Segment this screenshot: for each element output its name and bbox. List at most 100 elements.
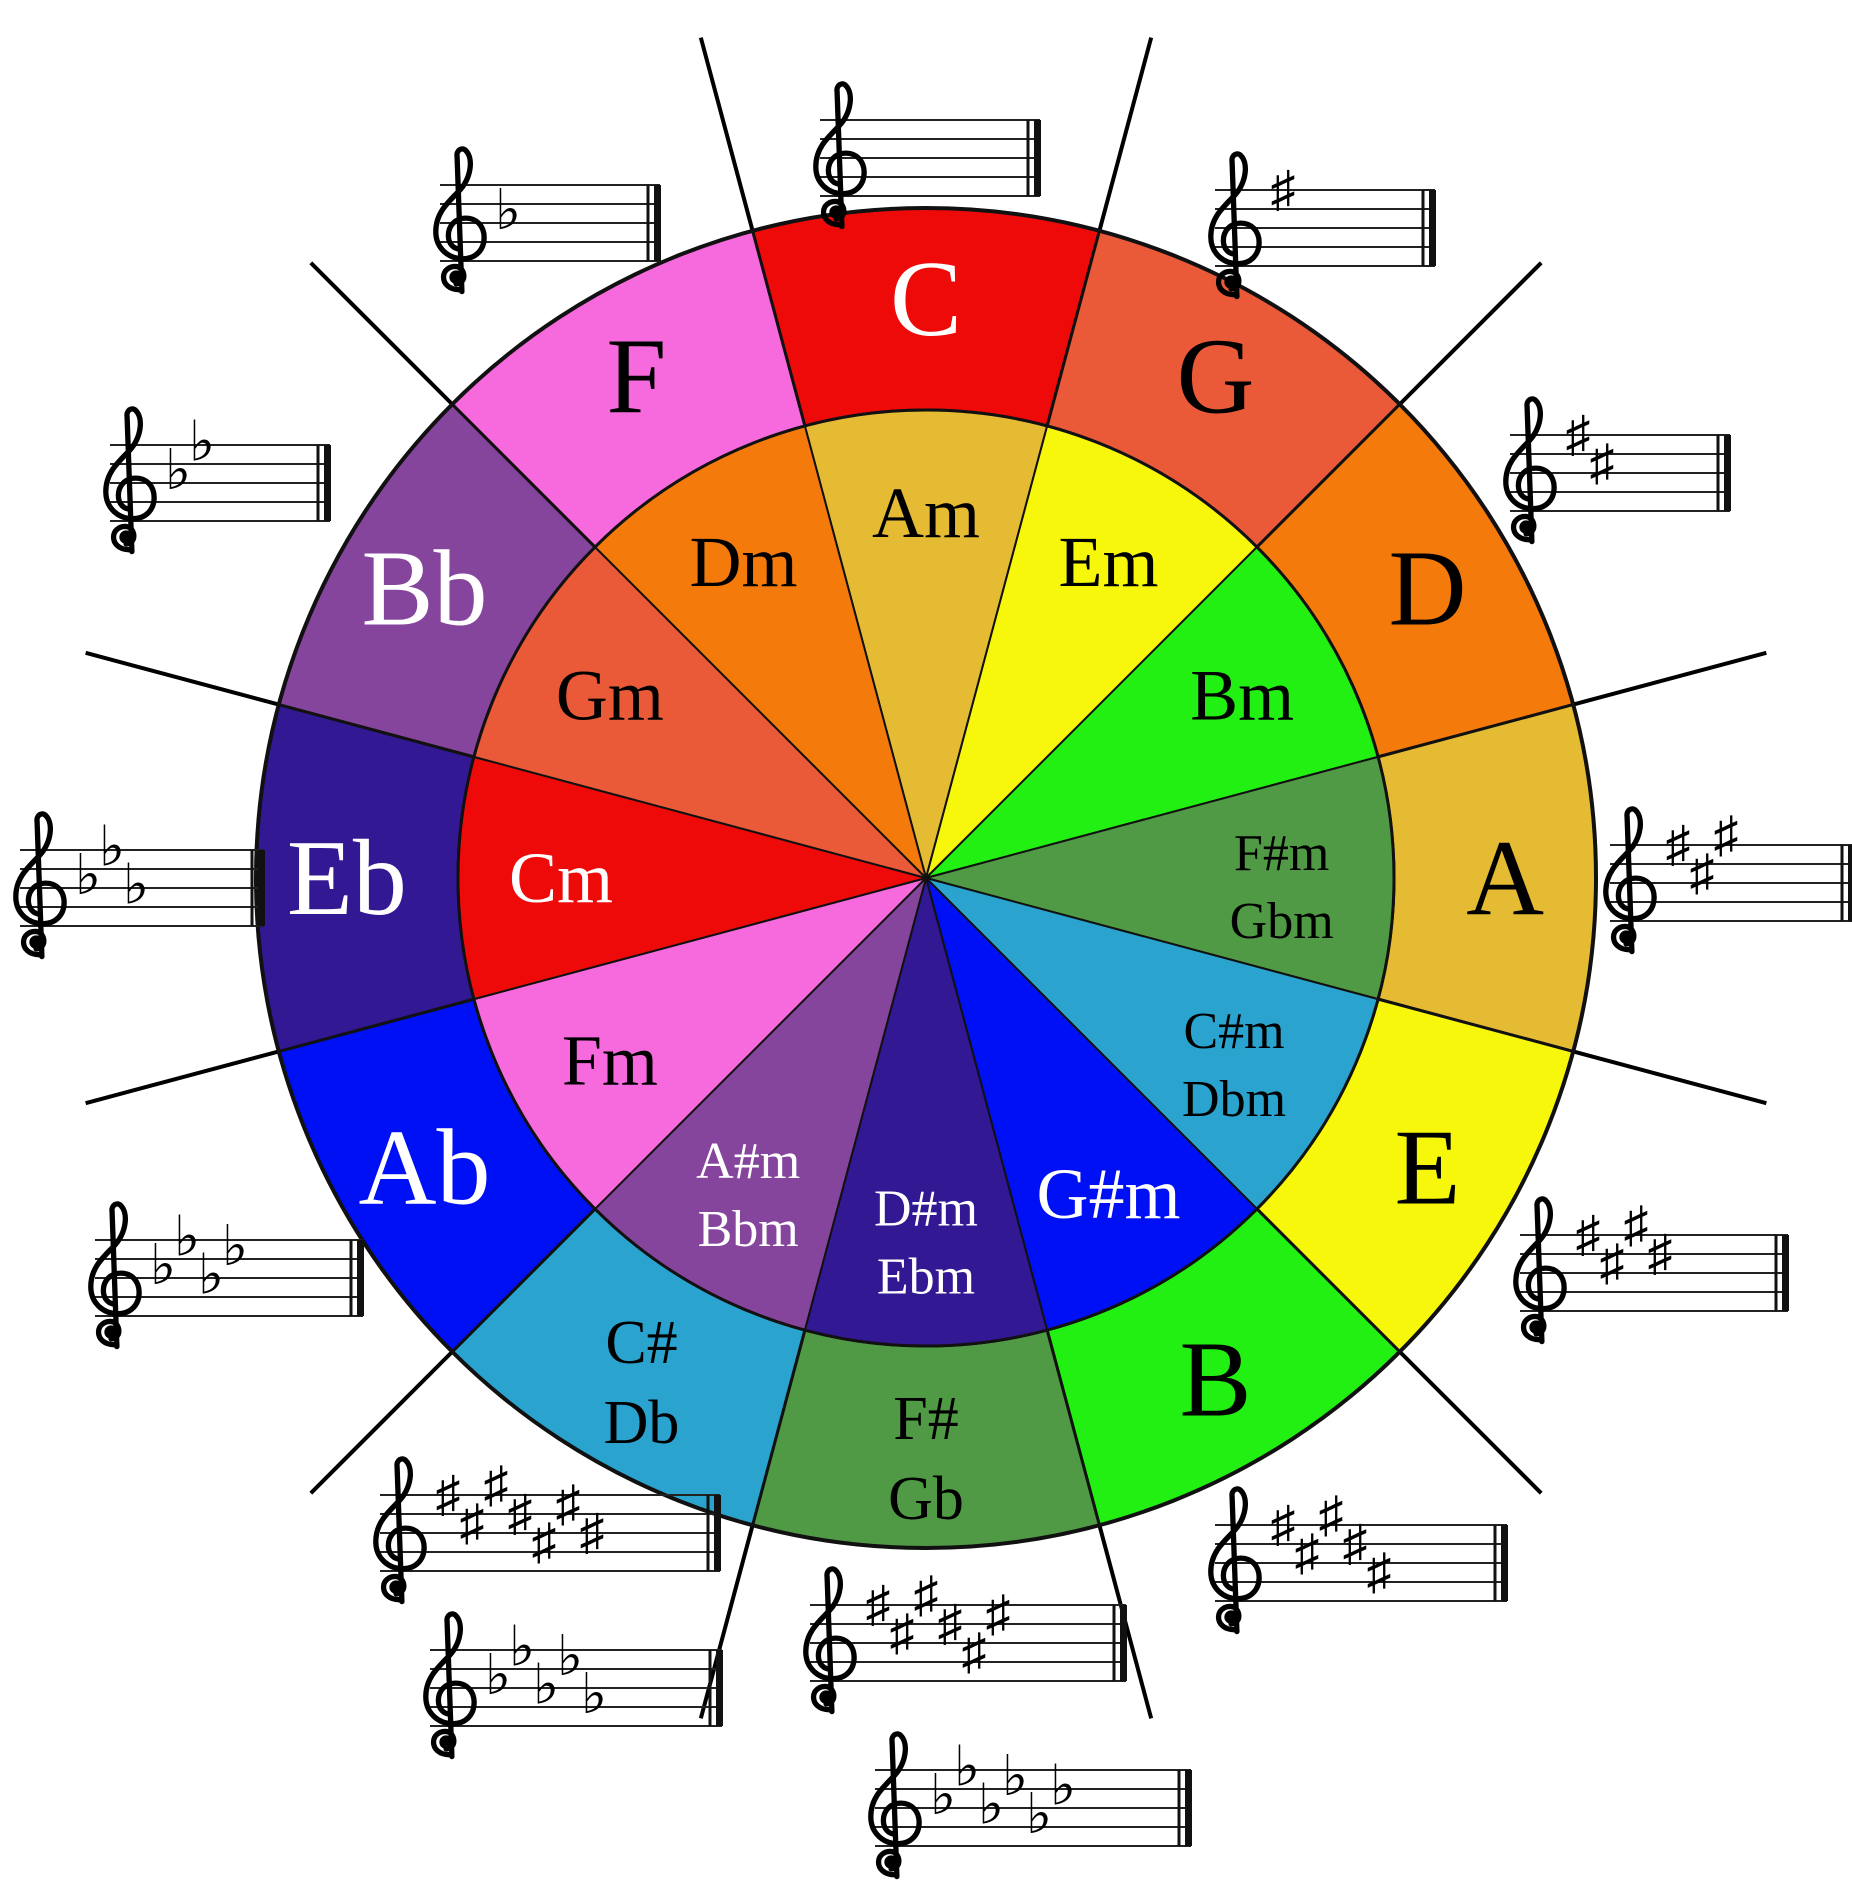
key-signature-d: ♯♯ <box>1506 399 1731 542</box>
final-barline <box>357 1240 364 1316</box>
divider-line <box>85 650 280 707</box>
key-signature-b: ♯♯♯♯♯ <box>1211 1487 1508 1632</box>
minor-key-label-g-sharpm: G#m <box>1037 1154 1181 1234</box>
sharp-icon: ♯ <box>1624 1197 1649 1253</box>
final-barline <box>1848 845 1852 921</box>
sharp-icon: ♯ <box>1648 1225 1673 1281</box>
treble-clef-icon <box>1516 1199 1564 1342</box>
major-key-label-eb: Eb <box>287 819 407 938</box>
minor-key-label-gm: Gm <box>556 655 664 735</box>
final-barline <box>1724 435 1731 511</box>
outer-ring-outline <box>254 206 1598 1550</box>
major-key-label-bb: Bb <box>361 529 487 648</box>
flat-icon: ♭ <box>222 1216 248 1278</box>
final-barline <box>1120 1605 1127 1681</box>
sharp-icon: ♯ <box>1600 1235 1625 1291</box>
final-barline <box>258 850 265 926</box>
sharp-icon: ♯ <box>580 1504 605 1560</box>
flat-icon: ♭ <box>978 1775 1004 1837</box>
sharp-icon: ♯ <box>1576 1206 1601 1262</box>
minor-key-label-em: Em <box>1059 522 1159 602</box>
treble-clef-icon <box>871 1734 919 1877</box>
divider-line <box>309 261 454 406</box>
sharp-icon: ♯ <box>890 1605 915 1661</box>
final-barline <box>716 1650 723 1726</box>
sharp-icon: ♯ <box>1367 1544 1392 1600</box>
key-signature-f-sharp: ♯♯♯♯♯♯ <box>806 1567 1127 1712</box>
key-signatures: ♯♯♯♯♯♯♯♯♯♯♯♯♯♯♯♯♯♯♯♯♯♭♭♭♭♭♭♯♯♯♯♯♯♯♭♭♭♭♭♭… <box>16 84 1852 1877</box>
treble-clef-icon <box>1606 809 1654 952</box>
flat-icon: ♭ <box>533 1655 559 1717</box>
major-key-label-a: A <box>1466 819 1544 938</box>
treble-clef-icon <box>91 1204 139 1347</box>
sharp-icon: ♯ <box>1295 1525 1320 1581</box>
major-key-label-ab: Ab <box>358 1109 490 1228</box>
key-signature-bb: ♭♭ <box>106 409 331 552</box>
divider-line <box>1398 261 1543 406</box>
major-key-label-b: B <box>1180 1321 1252 1440</box>
major-key-label-d: D <box>1389 529 1467 648</box>
divider-line <box>85 1049 280 1106</box>
final-barline <box>324 445 331 521</box>
major-key-label-g: G <box>1177 317 1255 436</box>
sharp-icon: ♯ <box>1690 845 1715 901</box>
flat-icon: ♭ <box>174 1207 200 1269</box>
treble-clef-icon <box>806 1569 854 1712</box>
flat-icon: ♭ <box>485 1645 511 1707</box>
final-barline <box>1782 1235 1789 1311</box>
flat-icon: ♭ <box>165 440 191 502</box>
treble-clef-icon <box>436 149 484 292</box>
flat-icon: ♭ <box>189 412 215 474</box>
major-key-label-e: E <box>1395 1109 1461 1228</box>
sector-dividers <box>85 37 1767 1719</box>
key-signature-db: ♭♭♭♭♭ <box>426 1614 723 1757</box>
final-barline <box>1034 120 1041 196</box>
sharp-icon: ♯ <box>508 1485 533 1541</box>
final-barline <box>654 185 661 261</box>
treble-clef-icon <box>1211 1489 1259 1632</box>
minor-key-ring <box>457 409 1395 1347</box>
sharp-icon: ♯ <box>914 1567 939 1623</box>
flat-icon: ♭ <box>99 817 125 879</box>
divider-line <box>1572 650 1767 707</box>
key-signature-c <box>816 84 1041 227</box>
sharp-icon: ♯ <box>866 1576 891 1632</box>
divider-line <box>698 37 755 232</box>
sharp-icon: ♯ <box>1666 816 1691 872</box>
flat-icon: ♭ <box>198 1245 224 1307</box>
final-barline <box>1501 1525 1508 1601</box>
sharp-icon: ♯ <box>1343 1515 1368 1571</box>
sharp-icon: ♯ <box>1714 807 1739 863</box>
treble-clef-icon <box>376 1459 424 1602</box>
sharp-icon: ♯ <box>1271 1496 1296 1552</box>
minor-key-label-fm: Fm <box>562 1021 658 1101</box>
treble-clef-icon <box>106 409 154 552</box>
sharp-icon: ♯ <box>1271 161 1296 217</box>
divider-line <box>1398 1350 1543 1495</box>
flat-icon: ♭ <box>495 180 521 242</box>
flat-icon: ♭ <box>123 855 149 917</box>
flat-icon: ♭ <box>509 1617 535 1679</box>
final-barline <box>714 1495 721 1571</box>
key-signature-e: ♯♯♯♯ <box>1516 1197 1789 1342</box>
divider-line <box>1097 37 1154 232</box>
major-key-label-f: F <box>606 317 666 436</box>
major-key-label-f-sharp: F#Gb <box>888 1385 964 1533</box>
treble-clef-icon <box>816 84 864 227</box>
key-signature-c-sharp: ♯♯♯♯♯♯♯ <box>376 1457 721 1602</box>
flat-icon: ♭ <box>557 1626 583 1688</box>
flat-icon: ♭ <box>1002 1746 1028 1808</box>
flat-icon: ♭ <box>150 1235 176 1297</box>
final-barline <box>1429 190 1436 266</box>
key-signature-gb: ♭♭♭♭♭♭ <box>871 1734 1192 1877</box>
key-signature-eb: ♭♭♭ <box>16 814 265 957</box>
minor-key-label-dm: Dm <box>689 522 797 602</box>
sharp-icon: ♯ <box>460 1495 485 1551</box>
sharp-icon: ♯ <box>436 1466 461 1522</box>
treble-clef-icon <box>16 814 64 957</box>
sharp-icon: ♯ <box>1566 406 1591 462</box>
